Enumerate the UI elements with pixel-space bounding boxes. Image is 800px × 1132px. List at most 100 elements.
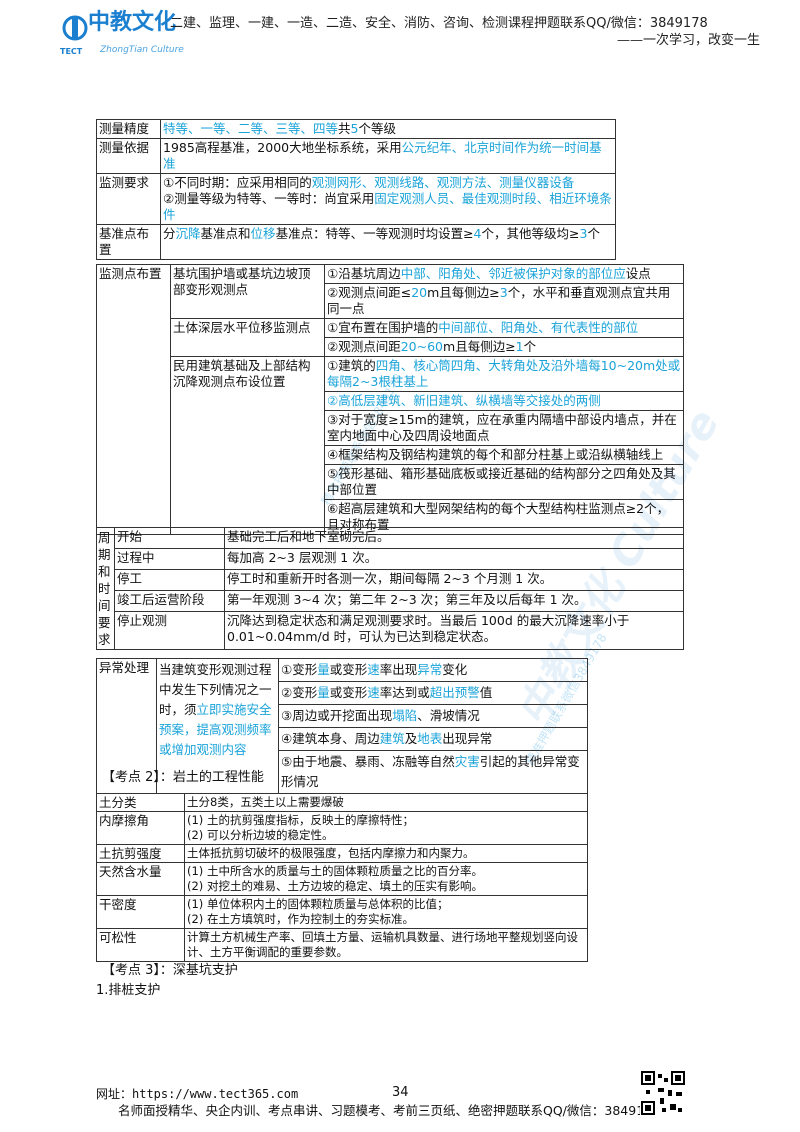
property-desc: (1) 土中所含水的质量与土的固体颗粒质量之比的百分率。(2) 对挖土的难易、土… (184, 862, 588, 896)
table-row: 土抗剪强度土体抵抗剪切破坏的极限强度，包括内摩擦力和内聚力。 (96, 844, 588, 863)
text-run: 出现异常 (442, 731, 493, 746)
row-label: 测量依据 (96, 138, 161, 174)
text-run: ②变形 (281, 685, 318, 700)
text-run: m且每侧边≥ (443, 339, 516, 354)
text-run: ②观测点间距 (327, 339, 401, 354)
table-row: ⑤筏形基础、箱形基础底板或接近基础的结构部分之四角处及其中部位置 (97, 464, 684, 500)
period-rule: 每加高 2~3 层观测 1 次。 (224, 547, 684, 570)
text-run: 5 (350, 121, 359, 136)
text-run: 变化 (442, 662, 468, 677)
desc-line: (1) 单位体积内土的固体颗粒质量与总体积的比值； (187, 897, 449, 911)
row-label: 基准点布置 (96, 224, 161, 260)
text-run: ②观测点间距≤ (327, 285, 412, 300)
period-stage: 开始 (114, 527, 225, 549)
text-run: 速 (367, 685, 380, 700)
table-row: ⑤由于地震、暴雨、冻融等自然灾害引起的其他异常变形情况 (97, 750, 588, 794)
row-value: 特等、一等、二等、三等、四等共5个等级 (160, 119, 616, 139)
text-run: 基准点：特等、一等观测时均设置≥ (275, 226, 474, 241)
text-run: 个，水平和垂直观测点宜共用同一点 (327, 285, 671, 316)
abnormal-item: ②变形量或变形速率达到或超出预警值 (278, 681, 588, 705)
text-run: 1985高程基准，2000大地坐标系统，采用 (163, 140, 402, 155)
period-rule: 停工时和重新开时各测一次，期间每隔 2~3 个月测 1 次。 (224, 568, 684, 591)
desc-line: (1) 土中所含水的质量与土的固体颗粒质量之比的百分率。 (187, 864, 483, 878)
logo-subtitle: ZhongTian Culture (100, 45, 184, 55)
row-value: 1985高程基准，2000大地坐标系统，采用公元纪年、北京时间作为统一时间基准 (160, 138, 616, 174)
property-name: 可松性 (96, 928, 185, 962)
value-line: 分沉降基准点和位移基准点：特等、一等观测时均设置≥4个，其他等级均≥3个 (163, 226, 613, 242)
text-run: 率出现 (379, 662, 418, 677)
period-table: 周期和时间要求开始基础完工后和地下室砌完后。过程中每加高 2~3 层观测 1 次… (96, 527, 684, 650)
text-run: 灾害 (454, 754, 480, 769)
text-run: 塌陷 (392, 708, 418, 723)
group-item: ①沿基坑周边中部、阳角处、邻近被保护对象的部位应设点 (324, 264, 684, 284)
text-run: ⑤由于地震、暴雨、冻融等自然 (281, 754, 455, 769)
table-row: 可松性计算土方机械生产率、回填土方量、运输机具数量、进行场地平整规划竖向设计、土… (96, 928, 588, 962)
abnormal-desc: 当建筑变形观测过程中发生下列情况之一时，须立即实施安全预案，提高观测频率或增加观… (156, 658, 279, 794)
text-run: 中部、阳角处、邻近被保护对象的部位应 (400, 266, 626, 281)
value-line: 1985高程基准，2000大地坐标系统，采用公元纪年、北京时间作为统一时间基准 (163, 140, 613, 172)
group-item: ②观测点间距20~60m且每侧边≥1个 (324, 337, 684, 357)
group-item: ⑤筏形基础、箱形基础底板或接近基础的结构部分之四角处及其中部位置 (324, 464, 684, 500)
table-row: ③对于宽度≥15m的建筑，应在承重内隔墙中部设内墙点，并在室内地面中心及四周设地… (97, 410, 684, 446)
text-run: 个 (587, 226, 600, 241)
text-run: 分 (163, 226, 176, 241)
text-run: ②测量等级为特等、一等时：尚宜采用 (163, 191, 375, 206)
header-slogan: ——一次学习，改变一生 (616, 33, 760, 48)
text-run: 基准点和 (200, 226, 251, 241)
text-run: ②高低层建筑、新旧建筑、纵横墙等交接处的两侧 (327, 393, 601, 408)
desc-line: (2) 对挖土的难易、土方边坡的稳定、填土的压实有影响。 (187, 879, 483, 893)
text-run: 个等级 (358, 121, 396, 136)
table-row: 停工停工时和重新开时各测一次，期间每隔 2~3 个月测 1 次。 (97, 568, 684, 591)
text-run: 1 (515, 339, 524, 354)
property-name: 内摩擦角 (96, 811, 185, 845)
page-number: 34 (392, 1085, 409, 1100)
property-desc: (1) 单位体积内土的固体颗粒质量与总体积的比值；(2) 在土方填筑时，作为控制… (184, 895, 588, 929)
qr-code-icon (640, 1070, 686, 1116)
row-label: 测量精度 (96, 119, 161, 139)
text-run: ①变形 (281, 662, 318, 677)
text-run: ①沿基坑周边 (327, 266, 401, 281)
text-run: 超出预警 (429, 685, 480, 700)
property-name: 土分类 (96, 793, 185, 812)
footer-contact: 名师面授精华、央企内训、考点串讲、习题模考、考前三页纸、绝密押题联系QQ/微信：… (118, 1103, 661, 1118)
period-stage: 过程中 (114, 547, 225, 570)
table-row: 周期和时间要求开始基础完工后和地下室砌完后。 (96, 527, 684, 650)
text-run: ④建筑本身、周边 (281, 731, 380, 746)
section-heading-3: 【考点 3】：深基坑支护 (102, 963, 238, 978)
text-run: 量 (317, 685, 330, 700)
row-label: 监测要求 (96, 173, 161, 225)
text-run: ③周边或开挖面出现 (281, 708, 393, 723)
text-run: ①建筑的 (327, 358, 376, 373)
desc-line: 计算土方机械生产率、回填土方量、运输机具数量、进行场地平整规划竖向设计、土方平衡… (187, 930, 578, 959)
text-run: 四角、核心筒四角、大转角处及沿外墙每10~20m处或每隔2~3根柱基上 (327, 358, 681, 389)
text-run: m且每侧边≥ (427, 285, 500, 300)
group-name: 基坑围护墙或基坑边坡顶部变形观测点 (170, 264, 325, 319)
period-stage: 停工 (114, 568, 225, 591)
abnormal-item: ④建筑本身、周边建筑及地表出现异常 (278, 727, 588, 751)
text-run: 异常 (417, 662, 443, 677)
header-contact: 二建、监理、一建、一造、二造、安全、消防、咨询、检测课程押题联系QQ/微信：38… (170, 16, 708, 31)
text-run: ④框架结构及钢结构建筑的每个和部分柱基上或沿纵横轴线上 (327, 447, 664, 462)
text-run: 共 (338, 121, 351, 136)
value-line: ②测量等级为特等、一等时：尚宜采用固定观测人员、最佳观测时段、相近环境条件 (163, 191, 613, 223)
text-run: 沉降 (175, 226, 201, 241)
text-run: ①不同时期：应采用相同的 (163, 175, 312, 190)
table-row: ②变形量或变形速率达到或超出预警值 (97, 681, 588, 705)
abnormal-title: 异常处理 (96, 658, 157, 794)
period-stage: 竣工后运营阶段 (114, 589, 225, 612)
text-run: 固定观测人员、最佳观测时段、相近环境条件 (163, 191, 612, 222)
desc-line: 土体抵抗剪切破坏的极限强度，包括内摩擦力和内聚力。 (187, 846, 475, 860)
text-run: 个，其他等级均≥ (481, 226, 580, 241)
text-run: 20 (411, 285, 428, 300)
text-run: 值 (479, 685, 493, 700)
period-stage: 停止观测 (114, 610, 225, 650)
table-row: 内摩擦角(1) 土的抗剪强度指标，反映土的摩擦特性；(2) 可以分析边坡的稳定性… (96, 811, 588, 845)
group-item: ①宜布置在围护墙的中间部位、阳角处、有代表性的部位 (324, 318, 684, 338)
desc-line: (1) 土的抗剪强度指标，反映土的摩擦特性； (187, 813, 414, 827)
table-row: ②观测点间距≤20m且每侧边≥3个，水平和垂直观测点宜共用同一点 (97, 283, 684, 319)
text-run: 设点 (625, 266, 651, 281)
table-row: ②高低层建筑、新旧建筑、纵横墙等交接处的两侧 (97, 391, 684, 411)
